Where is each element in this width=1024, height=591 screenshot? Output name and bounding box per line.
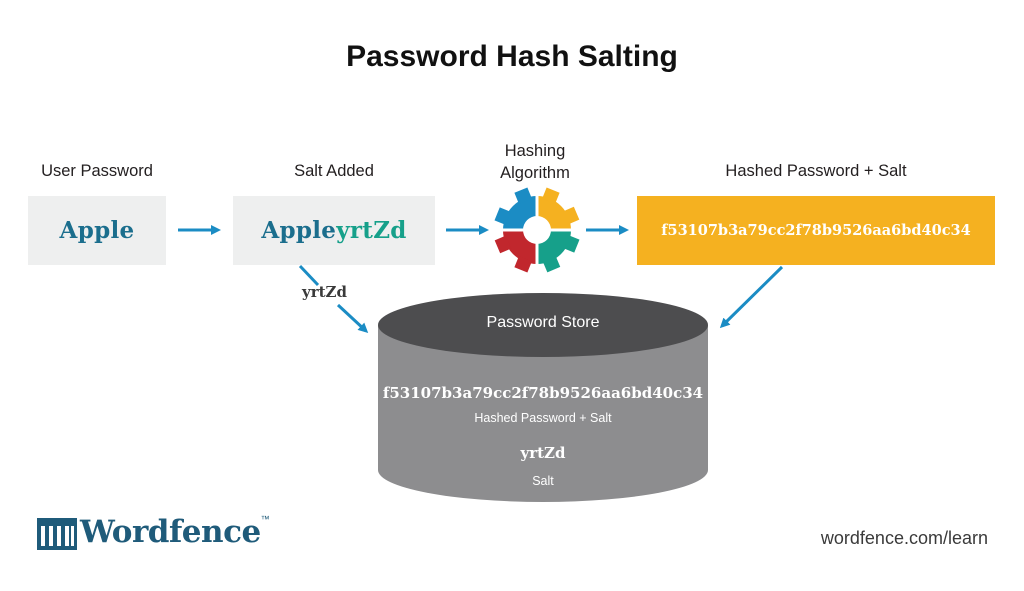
store-salt-caption: Salt [532,474,554,488]
gear-icon [494,187,580,273]
store-salt-value: yrtZd [520,444,566,462]
store-hash-value: f53107b3a79cc2f78b9526aa6bd40c34 [382,384,704,402]
salted-password-salt: yrtZd [336,217,407,244]
hashing-label-line1: Hashing [504,142,566,160]
hash-value: f53107b3a79cc2f78b9526aa6bd40c34 [661,222,971,239]
hashing-algorithm-label: Hashing Algorithm [480,140,590,184]
wordfence-logo: Wordfence™ [80,514,270,550]
password-value: Apple [59,217,135,244]
arrow-salt-to-store [336,303,369,334]
hashing-label-line2: Algorithm [500,164,570,182]
arrow-hash-to-store [719,265,784,329]
footer-url: wordfence.com/learn [820,528,988,548]
salted-password-box: AppleyrtZd [233,196,435,265]
arrow-salt-to-store-upper [298,264,320,287]
password-store-cylinder [378,293,708,502]
password-store-title: Password Store [486,314,600,331]
user-password-box: Apple [28,196,166,265]
hashed-password-label: Hashed Password + Salt [725,162,907,180]
salted-password-base: Apple [261,217,337,244]
logo-text: Wordfence [80,514,261,550]
salt-transfer-label: yrtZd [302,283,347,301]
page-title: Password Hash Salting [346,40,678,73]
salted-password-value: AppleyrtZd [261,217,406,244]
user-password-label: User Password [41,162,153,180]
salt-added-label: Salt Added [294,162,374,180]
logo-trademark: ™ [260,514,270,524]
wordfence-logo-icon [37,518,77,550]
hashed-password-box: f53107b3a79cc2f78b9526aa6bd40c34 [637,196,995,265]
store-hash-caption: Hashed Password + Salt [474,411,612,425]
